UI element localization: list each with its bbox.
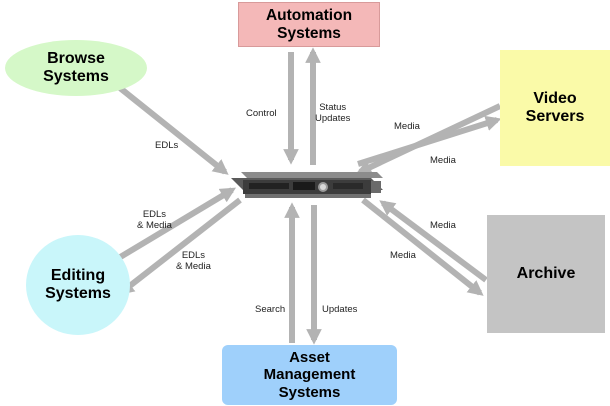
video-media-label-top: Media: [394, 121, 420, 132]
asset-management-systems-node: Asset Management Systems: [222, 345, 397, 405]
video-media-label-bottom: Media: [430, 155, 456, 166]
archive-label: Archive: [517, 265, 576, 283]
video-servers-node: Video Servers: [500, 50, 610, 166]
video-media-bottom-line: Media: [430, 155, 456, 166]
editing-systems-node: Editing Systems: [26, 235, 130, 335]
arrow-video-media-from-server: [357, 115, 502, 167]
status-updates-label-line: Updates: [315, 113, 351, 125]
browse-systems-label: Browse Systems: [43, 50, 109, 87]
arrow-archive-media-from-server: [361, 197, 484, 296]
edls-label-line: EDLs: [155, 140, 179, 151]
edls-media-label-lower: EDLs & Media: [176, 250, 211, 273]
search-label: Search: [255, 304, 285, 315]
asset-management-label: Asset Management Systems: [264, 349, 356, 401]
arrow-editing-edls-to-server: [110, 187, 237, 265]
arrow-editing-edls-from-server: [118, 197, 242, 295]
updates-label: Updates: [322, 304, 357, 315]
editing-label-line: Systems: [45, 285, 111, 302]
editing-systems-label: Editing Systems: [45, 267, 111, 304]
automation-systems-node: Automation Systems: [238, 2, 380, 47]
archive-label-line: Archive: [516, 264, 576, 282]
video-label-line: Servers: [525, 108, 585, 125]
automation-systems-label: Automation Systems: [266, 7, 352, 43]
edls-media-lower-line: & Media: [176, 261, 211, 273]
edls-media-upper-line: & Media: [137, 220, 172, 232]
browse-label-line: Systems: [43, 68, 109, 85]
rack-server-icon: [231, 172, 383, 198]
arrow-browse-edls: [118, 85, 229, 175]
updates-label-line: Updates: [322, 304, 358, 315]
status-updates-label: Status Updates: [315, 102, 350, 125]
video-label-line: Video: [533, 89, 577, 107]
automation-label-line: Systems: [277, 24, 341, 42]
edls-media-upper-line: EDLs: [142, 209, 167, 220]
control-label-line: Control: [246, 108, 277, 119]
edls-label: EDLs: [155, 140, 178, 151]
archive-node: Archive: [487, 215, 605, 333]
edls-media-label-upper: EDLs & Media: [137, 209, 172, 232]
asset-label-line: Systems: [278, 383, 341, 401]
status-updates-label-line: Status: [319, 102, 347, 113]
automation-label-line: Automation: [265, 6, 353, 24]
archive-media-upper-line: Media: [430, 220, 456, 231]
search-label-line: Search: [255, 304, 286, 315]
edls-media-lower-line: EDLs: [181, 250, 206, 261]
editing-label-line: Editing: [50, 266, 106, 284]
archive-media-lower-line: Media: [390, 250, 416, 261]
browse-systems-node: Browse Systems: [5, 40, 147, 96]
browse-label-line: Browse: [47, 49, 105, 67]
arrow-archive-media-to-server: [379, 200, 488, 283]
asset-label-line: Asset: [289, 349, 330, 367]
archive-media-label-upper: Media: [430, 220, 456, 231]
video-servers-label: Video Servers: [526, 90, 585, 127]
asset-label-line: Management: [263, 366, 356, 384]
archive-media-label-lower: Media: [390, 250, 416, 261]
video-media-top-line: Media: [394, 121, 420, 132]
control-label: Control: [246, 108, 277, 119]
